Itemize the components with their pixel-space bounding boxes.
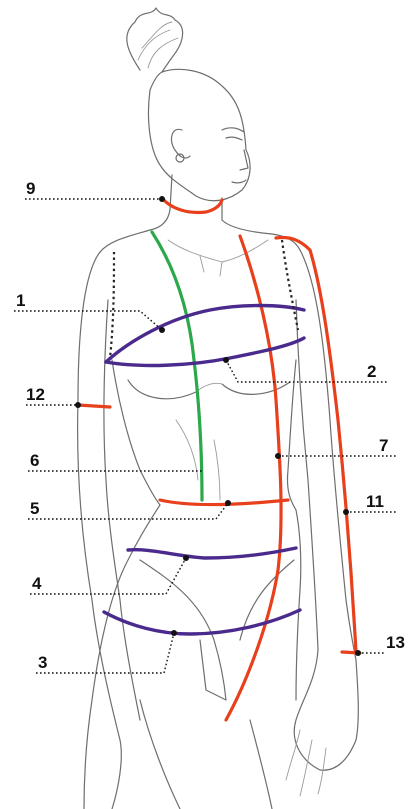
label-11: 11 <box>366 492 384 511</box>
label-2: 2 <box>367 362 376 381</box>
label-7: 7 <box>379 436 388 455</box>
figure-sketch <box>78 8 359 809</box>
waist-line <box>160 500 288 505</box>
label-9: 9 <box>26 179 35 198</box>
high-hip-line <box>128 548 296 558</box>
front-length-line <box>226 236 281 720</box>
bust-lower-line <box>106 338 304 365</box>
label-6: 6 <box>30 451 39 470</box>
bust-upper-line <box>106 306 304 363</box>
hip-line <box>104 610 300 634</box>
upper-arm-line <box>78 405 110 407</box>
label-12: 12 <box>26 385 45 404</box>
armhole-right-dotted <box>282 240 298 330</box>
measurement-labels: 9 1 2 12 7 6 5 11 4 3 13 <box>16 179 405 672</box>
label-5: 3 <box>38 653 47 672</box>
label-4: 4 <box>32 574 42 593</box>
armhole-left-dotted <box>110 252 114 358</box>
label-13: 13 <box>386 633 405 652</box>
label-3: 5 <box>30 499 39 518</box>
label-1: 1 <box>16 291 25 310</box>
